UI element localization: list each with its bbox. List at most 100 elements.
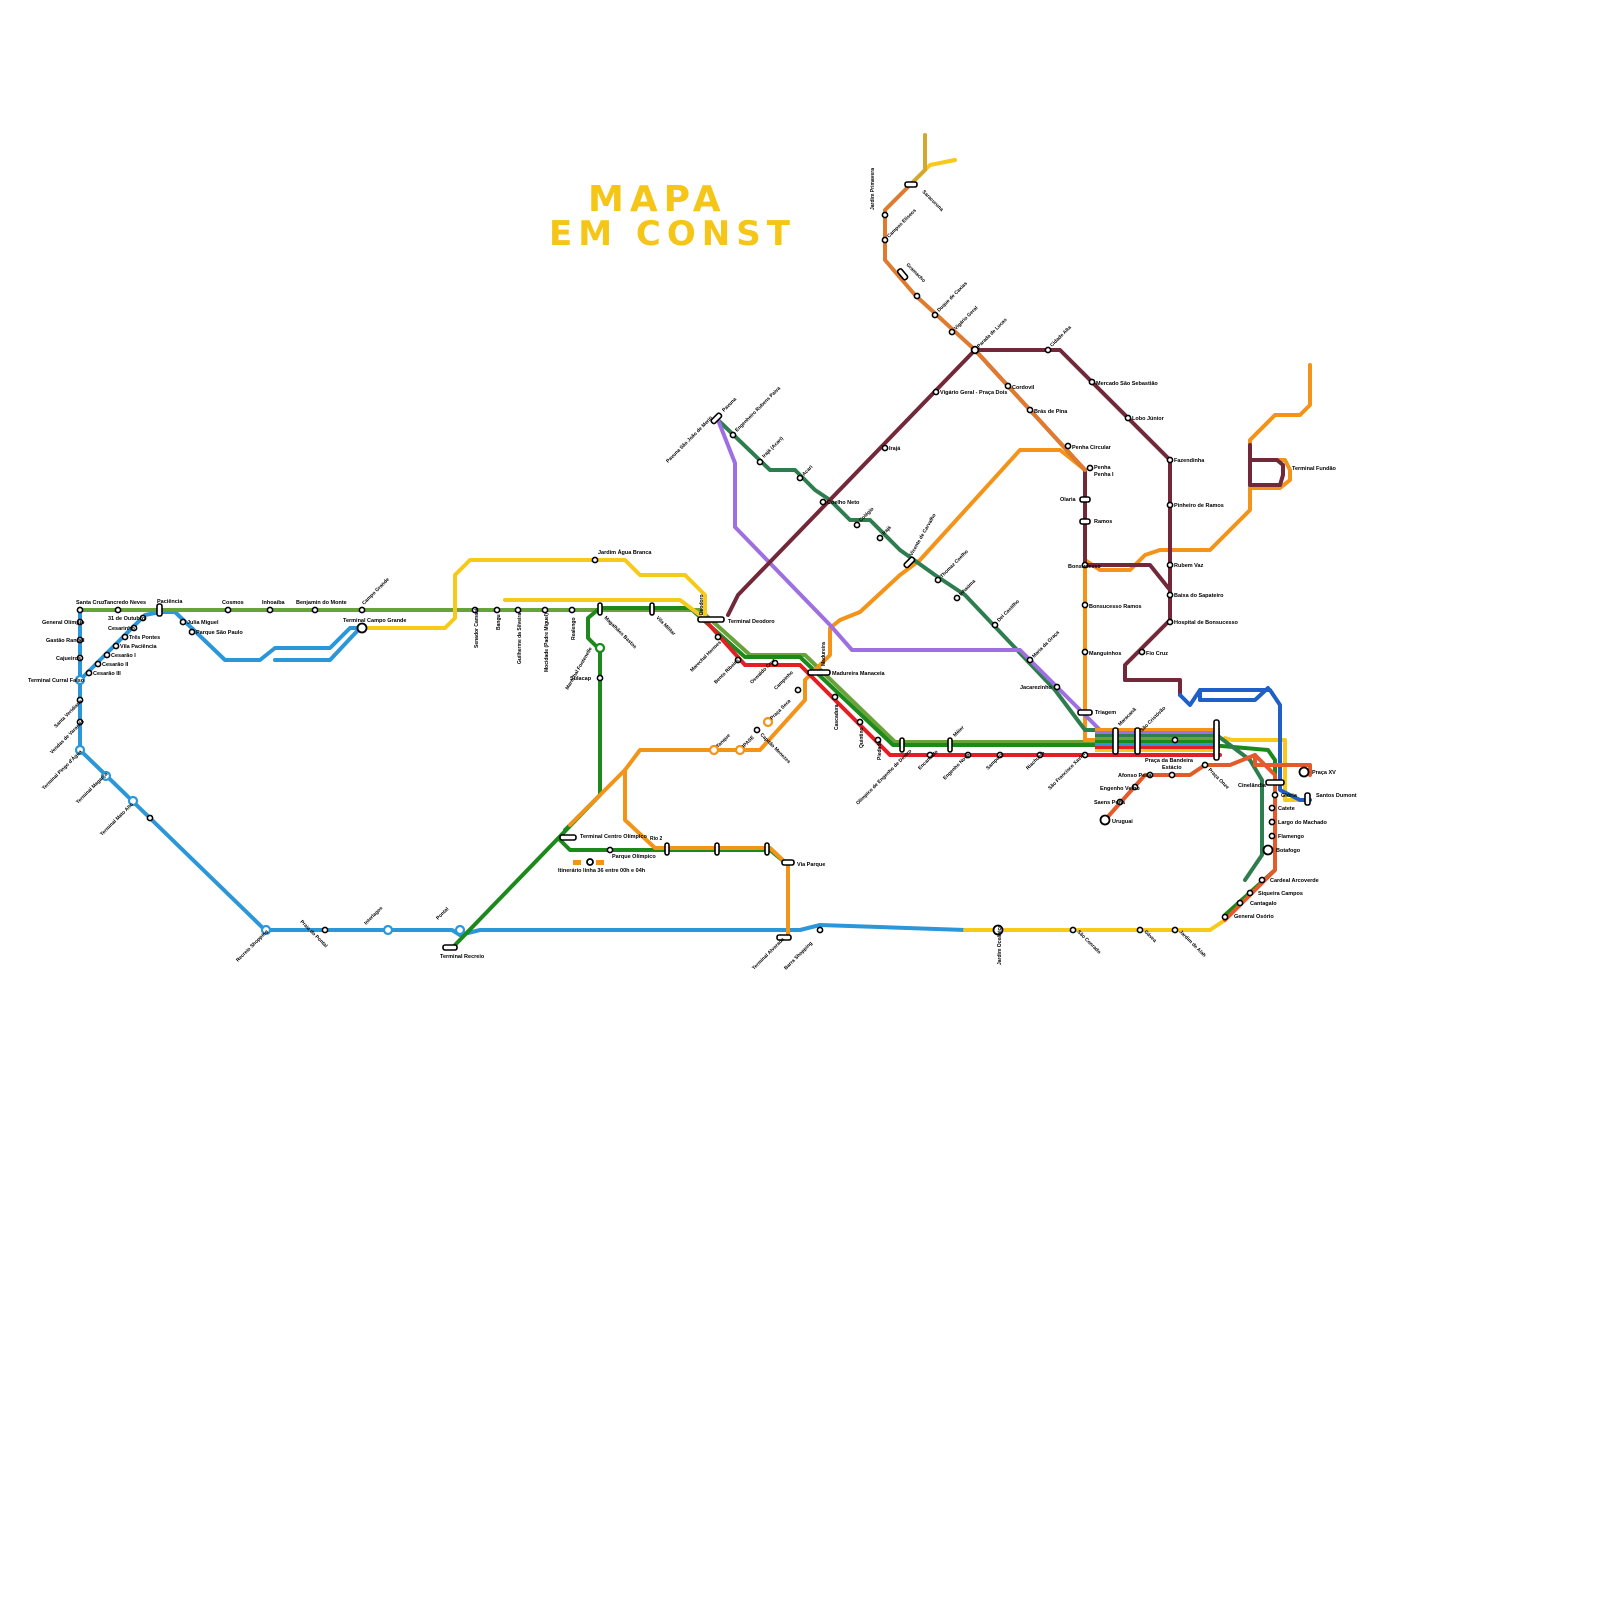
station-sulacap[interactable]	[597, 675, 602, 680]
station-tres-pontes[interactable]	[122, 634, 127, 639]
station-cordovil[interactable]	[1005, 383, 1010, 388]
station-duque-de-caxias[interactable]	[932, 312, 937, 317]
station-uruguai[interactable]	[1101, 816, 1110, 825]
station-parque-sao-paulo[interactable]	[189, 629, 194, 634]
station-colegio[interactable]	[854, 522, 859, 527]
station-vila-paciencia[interactable]	[113, 643, 118, 648]
station-iraja[interactable]	[882, 445, 887, 450]
station-penha-circular[interactable]	[1065, 443, 1070, 448]
station-cosmos[interactable]	[225, 607, 230, 612]
station-marechal-hermes[interactable]	[715, 634, 720, 639]
station-campo-grande[interactable]	[359, 607, 364, 612]
station-penha[interactable]	[1087, 465, 1092, 470]
station-sao-conrado[interactable]	[1070, 927, 1075, 932]
station-manguinhos[interactable]	[1082, 649, 1087, 654]
station-cinelandia[interactable]	[1266, 780, 1284, 785]
station-cesarao-iii[interactable]	[86, 670, 91, 675]
station-maria-da-graca[interactable]	[1027, 657, 1032, 662]
station-vigario-geral[interactable]	[949, 329, 954, 334]
station-cesarao-ii[interactable]	[95, 661, 100, 666]
station-terminal-campo-grande[interactable]	[358, 624, 367, 633]
station-hospital-de-bonsucesso[interactable]	[1167, 619, 1172, 624]
station-baixa-do-sapateiro[interactable]	[1167, 592, 1172, 597]
station-ramos[interactable]	[1080, 519, 1090, 524]
station-jardim-agua-branca[interactable]	[592, 557, 597, 562]
station-praia-do-pontal[interactable]	[322, 927, 327, 932]
station-gavea[interactable]	[1137, 927, 1142, 932]
station-cardeal-arcoverde[interactable]	[1259, 877, 1264, 882]
station-general-osorio[interactable]	[1222, 914, 1227, 919]
station-inhauma[interactable]	[954, 595, 959, 600]
station-benjamin-do-monte[interactable]	[312, 607, 317, 612]
station-guilherme-da-silveira[interactable]	[515, 607, 520, 612]
station-mercado-sao-sebastiao[interactable]	[1089, 379, 1094, 384]
station-triagem[interactable]	[1078, 710, 1092, 715]
station-olimpico[interactable]	[900, 738, 904, 752]
station-quintino[interactable]	[857, 719, 862, 724]
station-via-parque[interactable]	[782, 860, 794, 865]
station-maracana[interactable]	[1113, 728, 1118, 754]
station-realengo[interactable]	[569, 607, 574, 612]
station-parque-olimpico[interactable]	[607, 847, 612, 852]
station-terminal-recreio[interactable]	[443, 945, 457, 950]
station-capitao-menezes[interactable]	[754, 727, 759, 732]
station-central[interactable]	[1214, 720, 1219, 760]
station-engenheiro-rubens-paiva[interactable]	[730, 432, 735, 437]
station-acari[interactable]	[757, 459, 762, 464]
station-inhoaiba[interactable]	[267, 607, 272, 612]
station-saracuruna[interactable]	[905, 182, 917, 187]
station-terminal-centro-olimpico[interactable]	[560, 835, 576, 840]
station-coelho-neto[interactable]	[820, 499, 825, 504]
station-campinho[interactable]	[795, 687, 800, 692]
station-jardim-primavera[interactable]	[882, 212, 887, 217]
station-via-parque-2[interactable]	[715, 843, 719, 855]
station-siqueira-campos[interactable]	[1247, 890, 1252, 895]
station-bangu[interactable]	[494, 607, 499, 612]
station-barra-shopping[interactable]	[817, 927, 822, 932]
station-cesarao-i[interactable]	[104, 652, 109, 657]
station-jardim-de-alah[interactable]	[1172, 927, 1177, 932]
station-rio-2[interactable]	[665, 843, 669, 855]
station-mocidade[interactable]	[542, 607, 547, 612]
station-vigario-geral-praca-dois[interactable]	[933, 389, 938, 394]
station-catete[interactable]	[1269, 805, 1274, 810]
station-cantagalo[interactable]	[1237, 900, 1242, 905]
station-pedra-de-guaratiba[interactable]	[147, 815, 152, 820]
station-estacio[interactable]	[1169, 772, 1174, 777]
station-del-castilho[interactable]	[992, 622, 997, 627]
station-largo-do-machado[interactable]	[1269, 819, 1274, 824]
station-marechal-fontenelle[interactable]	[596, 644, 604, 652]
station-praca-onze[interactable]	[1202, 762, 1207, 767]
station-iraja-dg[interactable]	[877, 535, 882, 540]
station-coelho-neto-dg[interactable]	[797, 475, 802, 480]
station-corte-oito[interactable]	[914, 293, 919, 298]
station-fio-cruz[interactable]	[1139, 649, 1144, 654]
station-praca-xv[interactable]	[1300, 768, 1309, 777]
station-santa-cruz[interactable]	[77, 607, 82, 612]
station-tancredo-neves[interactable]	[115, 607, 120, 612]
station-cidade-alta[interactable]	[1045, 347, 1050, 352]
station-olaria[interactable]	[1080, 497, 1090, 502]
station-maracana-2[interactable]	[1135, 728, 1140, 754]
station-fazendinha[interactable]	[1167, 457, 1172, 462]
station-thomaz-coelho[interactable]	[935, 577, 940, 582]
station-campos-eliseos[interactable]	[882, 237, 887, 242]
station-meier[interactable]	[948, 738, 952, 752]
station-lobo-junior[interactable]	[1125, 415, 1130, 420]
station-pinheiro-de-ramos[interactable]	[1167, 502, 1172, 507]
station-via-parque-3[interactable]	[765, 843, 769, 855]
station-julia-miguel[interactable]	[180, 619, 185, 624]
station-sao-cristovao[interactable]	[1172, 737, 1177, 742]
station-cascadura[interactable]	[832, 694, 837, 699]
station-terminal-deodoro[interactable]	[698, 617, 724, 622]
station-flamengo[interactable]	[1269, 833, 1274, 838]
station-jacarezinho[interactable]	[1054, 684, 1059, 689]
station-rubem-vaz[interactable]	[1167, 562, 1172, 567]
station-bras-de-pina[interactable]	[1027, 407, 1032, 412]
station-madureira[interactable]	[808, 670, 830, 675]
station-paciencia[interactable]	[157, 604, 162, 616]
station-magalhaes-bastos[interactable]	[598, 603, 602, 615]
station-vila-militar[interactable]	[650, 603, 654, 615]
station-gloria[interactable]	[1272, 792, 1277, 797]
station-botafogo[interactable]	[1264, 846, 1273, 855]
